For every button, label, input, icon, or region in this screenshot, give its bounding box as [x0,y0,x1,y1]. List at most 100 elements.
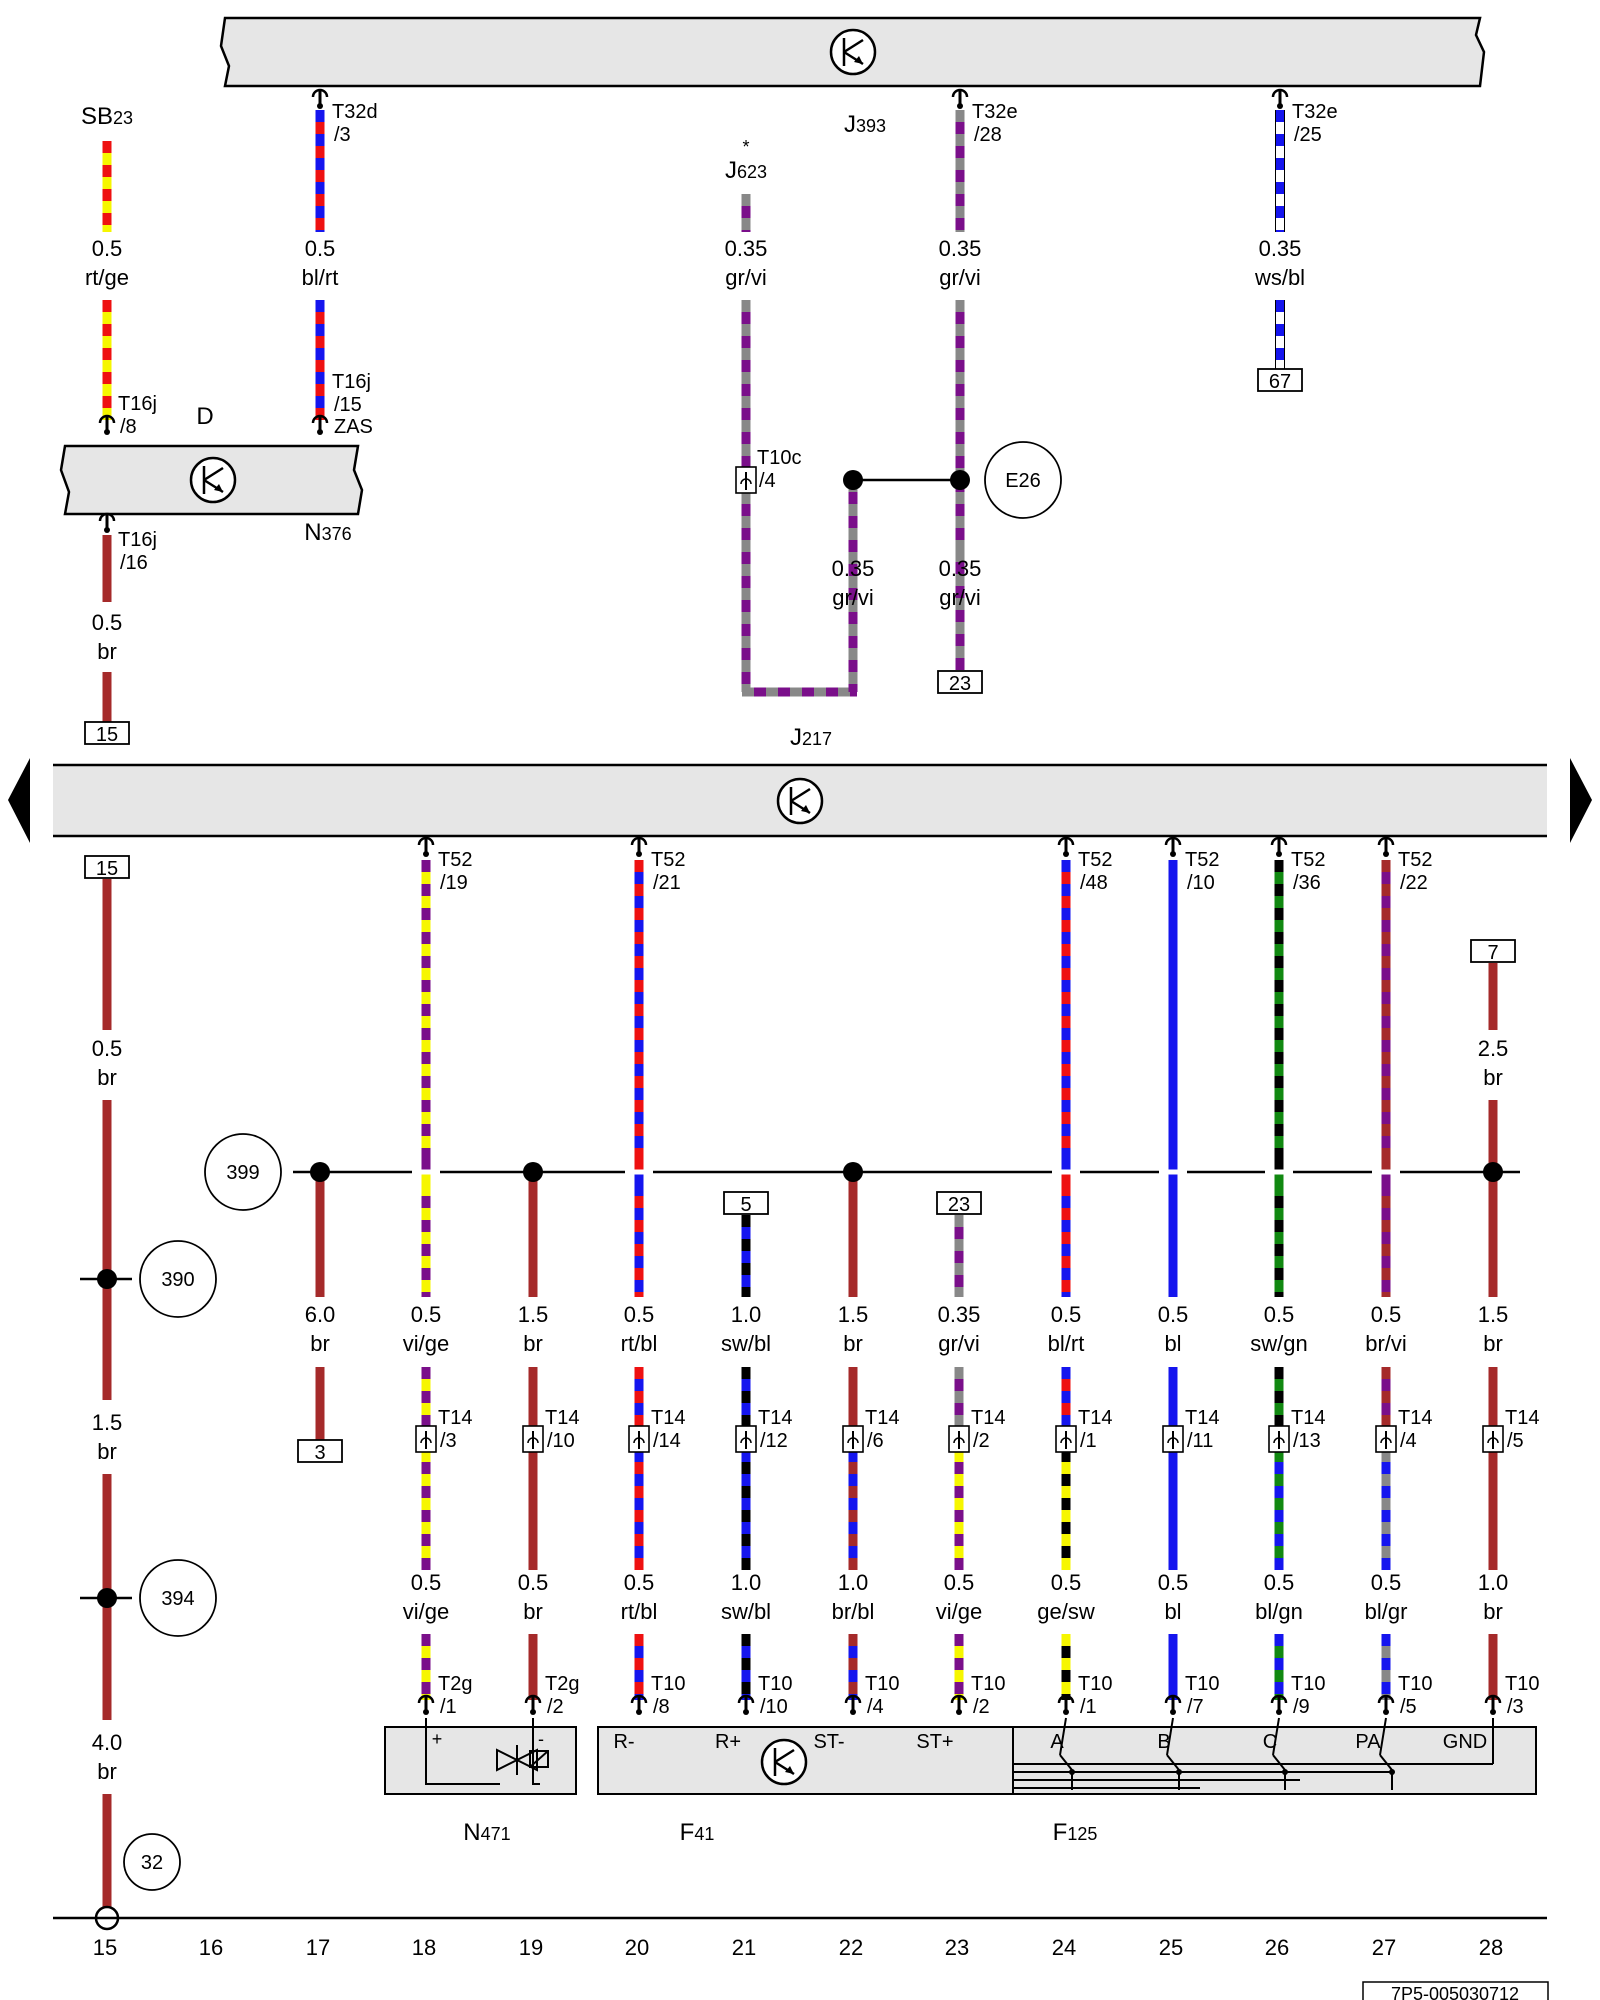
unit-icon-ring [829,28,877,76]
component-number: 376 [322,524,352,544]
symbols-layer [8,28,1592,2000]
track-number: 27 [1372,1935,1396,1960]
connector-pin-label: /36 [1293,872,1321,894]
connector-cup-icon [844,1694,862,1715]
component-number: 471 [481,1824,511,1844]
wire-size-label: 0.35 [939,236,982,261]
connector-plug-icon [735,466,757,494]
track-number: 19 [519,1935,543,1960]
pin-a: A [1050,1731,1064,1753]
connector-name-label: T10 [971,1673,1005,1695]
connector-pin-label: /13 [1293,1430,1321,1452]
wire-color-label: bl/gn [1255,1599,1303,1624]
connector-pin-label: /8 [120,416,137,438]
reference-box-text: 23 [948,1194,970,1216]
reference-box-text: 15 [96,858,118,880]
wire-color-label: rt/bl [621,1599,658,1624]
connector-pin-label: /3 [1507,1696,1524,1718]
connector-name-label: T10 [1505,1673,1539,1695]
label-d: D [196,403,213,430]
junction-dot [950,470,970,490]
connector-pin-label: /3 [440,1430,457,1452]
continue-left-icon[interactable] [8,758,30,843]
wire-color-label: br [523,1331,543,1356]
wire-color-label: br [97,1065,117,1090]
cup-dot [1383,1709,1389,1715]
connector-name-label: T14 [651,1407,685,1429]
reference-box-text: 23 [949,673,971,695]
cup-dot [956,1709,962,1715]
switch-blade [1166,1754,1180,1771]
reference-circle [204,1133,282,1211]
track-number: 17 [306,1935,330,1960]
wire-t32e25-upper [1275,110,1285,232]
wire-color-label: br [1483,1331,1503,1356]
connector-plug-icon [1162,1425,1184,1453]
wire-size-label: 0.5 [1371,1570,1402,1595]
component-letter: N [304,519,321,546]
switch-contact [1272,1717,1280,1756]
switch-blade [1272,1754,1286,1771]
label-sb23: SB23 [81,103,133,130]
connector-cup-icon [630,1694,648,1715]
connector-name-label: T14 [438,1407,472,1429]
connector-name-label: T52 [1185,849,1219,871]
label-j393: J393 [844,111,886,138]
connector-pin-label: /2 [973,1696,990,1718]
connector-name-label: T14 [1185,1407,1219,1429]
valve-icon [496,1745,549,1775]
connector-name-label: T52 [438,849,472,871]
connector-cup-icon [311,414,329,435]
connector-pin-label: /48 [1080,872,1108,894]
label-j623: J623 [725,157,767,184]
connector-cup-icon [98,512,116,533]
wire-size-label: 1.5 [92,1410,123,1435]
connector-pin-label: /11 [1187,1430,1213,1452]
cup-dot [423,851,429,857]
connector-name-label: T16j [332,371,371,393]
connector-plug-icon [415,1425,437,1453]
wire-color-label: br/vi [1365,1331,1407,1356]
component-letter: J [790,724,802,751]
n471-wire [532,1718,540,1785]
track-number: 21 [732,1935,756,1960]
cup-dot [104,527,110,533]
connector-plug-icon [948,1425,970,1453]
connector-name-label: T52 [651,849,685,871]
footer-code: 7P5-005030712 [1391,1984,1519,2000]
unit-icon-head [801,805,810,813]
connector-pin-label: /19 [440,872,468,894]
track-number: 28 [1479,1935,1503,1960]
connector-cup-icon [524,1694,542,1715]
reference-circle [139,1559,217,1637]
reference-box [84,721,130,745]
connector-pin-label: /1 [1080,1430,1097,1452]
component-letter: J [844,111,856,138]
connector-plug-icon [735,1425,757,1453]
wire-color-label: rt/ge [85,265,129,290]
wire-size-label: 0.5 [92,1036,123,1061]
cup-dot [530,1709,536,1715]
connector-pin-label: /2 [547,1696,564,1718]
wire-color-label: vi/ge [936,1599,982,1624]
connector-name-label: T52 [1291,849,1325,871]
wire-color-label: br [1483,1599,1503,1624]
wire-size-label: 0.5 [624,1570,655,1595]
connector-pin-label: /10 [1187,872,1215,894]
wire-size-label: 0.35 [1259,236,1302,261]
wire-size-label: 0.5 [1264,1302,1295,1327]
junction-dot [1483,1162,1503,1182]
pin-gnd: GND [1443,1731,1487,1753]
connector-name-label: T10 [651,1673,685,1695]
component-number: 393 [856,116,886,136]
cup-dot [423,1709,429,1715]
connector-extra-label: ZAS [334,416,373,438]
unit-icon-ring [776,777,824,825]
valve-left [496,1748,520,1772]
reference-circle [984,441,1062,519]
connector-plug-icon [628,1425,650,1453]
continue-right-icon[interactable] [1570,758,1592,843]
connector-cup-icon [1271,88,1289,109]
track-number: 24 [1052,1935,1076,1960]
connector-pin-label: /12 [760,1430,788,1452]
